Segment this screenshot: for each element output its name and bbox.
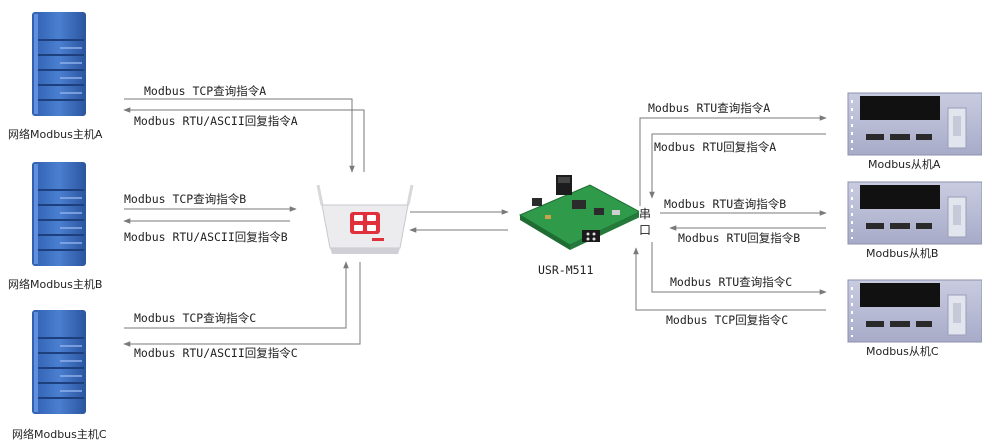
flow-rtu-a-reply-arrow — [649, 133, 826, 199]
master-c-server-icon — [32, 310, 86, 414]
rtu-b-reply-label: Modbus RTU回复指令B — [678, 231, 801, 245]
rtu-c-query-label: Modbus RTU查询指令C — [670, 275, 793, 289]
a-reply-label: Modbus RTU/ASCII回复指令A — [134, 114, 298, 128]
c-reply-label: Modbus RTU/ASCII回复指令C — [134, 346, 298, 360]
flow-rtu-a-query-arrow — [639, 115, 827, 212]
flow-rtu-c-query-arrow — [651, 242, 827, 295]
b-query-label: Modbus TCP查询指令B — [124, 192, 247, 206]
flow-c-query-arrow — [124, 261, 349, 329]
slave-b-label: Modbus从机B — [866, 247, 939, 260]
rtu-c-reply-label: Modbus TCP回复指令C — [666, 313, 789, 327]
master-a-server-icon — [32, 12, 86, 116]
slave-c-device-icon — [847, 279, 982, 343]
serial-port-label: 串口 — [639, 206, 652, 238]
slave-b-device-icon — [847, 181, 982, 245]
slave-a-device-icon — [847, 92, 982, 156]
rtu-a-query-label: Modbus RTU查询指令A — [648, 101, 771, 115]
master-c-label: 网络Modbus主机C — [12, 428, 107, 441]
master-b-label: 网络Modbus主机B — [8, 278, 103, 291]
flow-c-reply-arrow — [123, 262, 361, 347]
flow-a-query-arrow — [124, 98, 355, 173]
master-a-label: 网络Modbus主机A — [8, 128, 103, 141]
a-query-label: Modbus TCP查询指令A — [144, 84, 267, 98]
rtu-a-reply-label: Modbus RTU回复指令A — [654, 140, 777, 154]
usr-m511-board-icon — [518, 175, 642, 250]
flow-rtu-c-reply-arrow — [633, 247, 826, 311]
master-b-server-icon — [32, 162, 86, 266]
b-reply-label: Modbus RTU/ASCII回复指令B — [124, 230, 288, 244]
c-query-label: Modbus TCP查询指令C — [134, 311, 257, 325]
usr-m511-label: USR-M511 — [538, 263, 594, 277]
flow-a-reply-arrow — [123, 107, 365, 172]
slave-a-label: Modbus从机A — [868, 158, 941, 171]
slave-c-label: Modbus从机C — [866, 345, 939, 358]
rtu-b-query-label: Modbus RTU查询指令B — [664, 197, 787, 211]
router-icon — [316, 184, 414, 254]
